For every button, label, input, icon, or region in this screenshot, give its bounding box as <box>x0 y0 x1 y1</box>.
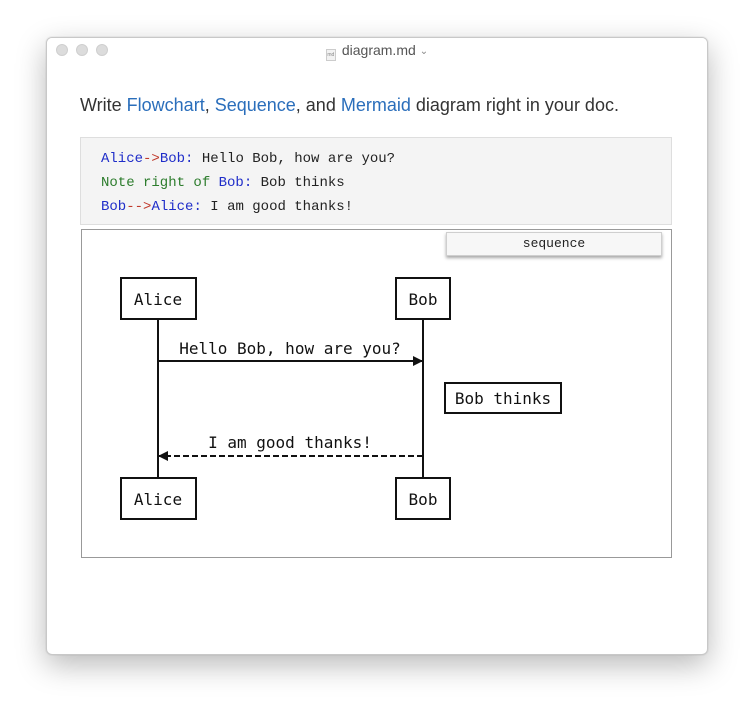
code-arrow: -> <box>143 151 160 167</box>
window-title[interactable]: md diagram.md⌄ <box>47 42 707 61</box>
code-block[interactable]: Alice->Bob: Hello Bob, how are you? Note… <box>80 137 672 225</box>
code-line-3: Bob-->Alice: I am good thanks! <box>101 195 671 219</box>
note-label: Bob thinks <box>455 389 551 408</box>
actor-label-bob-top: Bob <box>409 290 438 309</box>
message-label-1: Hello Bob, how are you? <box>179 339 401 358</box>
intro-sep-2: , and <box>295 95 341 115</box>
sequence-diagram-preview: Alice Bob Hello Bob, how are you? Bob th… <box>81 229 672 558</box>
code-message: I am good thanks! <box>201 199 354 215</box>
code-arrow: --> <box>126 199 152 215</box>
code-note-keyword: Note right of <box>101 175 211 191</box>
code-actor: Bob <box>101 199 127 215</box>
markdown-file-icon: md <box>325 49 336 61</box>
actor-label-bob-bottom: Bob <box>409 490 438 509</box>
minimize-window-button[interactable] <box>76 44 88 56</box>
actor-box-bob-top <box>395 277 451 320</box>
sequence-diagram-svg: Alice Bob Hello Bob, how are you? Bob th… <box>120 277 562 520</box>
code-message: Bob thinks <box>252 175 345 191</box>
code-line-2: Note right of Bob: Bob thinks <box>101 171 671 195</box>
code-actor: Alice: <box>151 199 202 215</box>
code-line-1: Alice->Bob: Hello Bob, how are you? <box>101 147 671 171</box>
code-actor: Bob: <box>210 175 253 191</box>
actor-box-alice-top <box>120 277 197 320</box>
mermaid-link[interactable]: Mermaid <box>340 95 411 115</box>
intro-paragraph: Write Flowchart, Sequence, and Mermaid d… <box>80 95 619 116</box>
close-window-button[interactable] <box>56 44 68 56</box>
chevron-down-icon[interactable]: ⌄ <box>419 46 429 57</box>
sequence-link[interactable]: Sequence <box>214 95 296 115</box>
flowchart-link[interactable]: Flowchart <box>126 95 205 115</box>
actor-label-alice-top: Alice <box>134 290 182 309</box>
actor-label-alice-bottom: Alice <box>134 490 182 509</box>
editor-window: md diagram.md⌄ Write Flowchart, Sequence,… <box>46 37 708 655</box>
intro-prefix: Write <box>80 95 127 115</box>
code-actor: Bob: <box>159 151 194 167</box>
intro-suffix: diagram right in your doc. <box>410 95 619 115</box>
title-bar: md diagram.md⌄ <box>47 38 707 64</box>
code-actor: Alice <box>101 151 144 167</box>
zoom-window-button[interactable] <box>96 44 108 56</box>
note-box <box>444 382 562 414</box>
intro-sep-1: , <box>204 95 215 115</box>
actor-box-alice-bottom <box>120 477 197 520</box>
window-title-text: diagram.md <box>341 42 416 58</box>
code-message: Hello Bob, how are you? <box>193 151 396 167</box>
actor-box-bob-bottom <box>395 477 451 520</box>
message-label-2: I am good thanks! <box>208 433 372 452</box>
diagram-type-button[interactable]: sequence <box>446 232 662 256</box>
